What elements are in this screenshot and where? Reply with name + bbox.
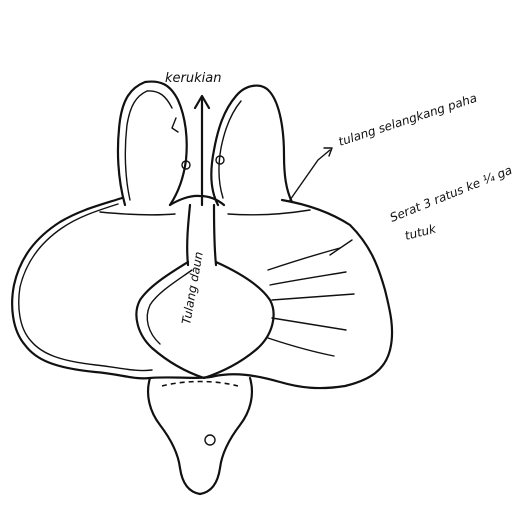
fiber-line	[270, 272, 346, 285]
band-left	[100, 212, 175, 215]
label-bone: tulang selangkang paha	[337, 91, 479, 149]
label-top: kerukian	[165, 71, 221, 86]
fiber-leader	[330, 240, 352, 255]
left-top-lobe	[118, 82, 187, 205]
band-right	[228, 210, 310, 215]
bottom-lobe-dash	[162, 382, 238, 387]
right-top-lobe-inner	[219, 101, 241, 198]
outer-outline	[12, 198, 392, 388]
small-mark	[172, 118, 178, 132]
center-junction	[170, 196, 224, 205]
label-fiber-1: Serat 3 ratus ke ¼ ga	[388, 163, 514, 225]
fiber-line	[272, 294, 354, 300]
right-top-lobe	[211, 86, 292, 205]
left-top-lobe-inner	[125, 91, 172, 200]
bone-leader	[290, 150, 330, 200]
bottom-lobe	[148, 378, 252, 494]
fiber-line	[268, 248, 340, 270]
label-center: Tulang daun	[179, 251, 206, 326]
label-fiber-2: tutuk	[403, 221, 438, 242]
bottom-foramen	[205, 435, 215, 445]
fiber-line	[272, 318, 346, 330]
central-sac	[136, 262, 273, 378]
outer-outline-inner	[19, 204, 152, 371]
fiber-line	[268, 338, 334, 356]
